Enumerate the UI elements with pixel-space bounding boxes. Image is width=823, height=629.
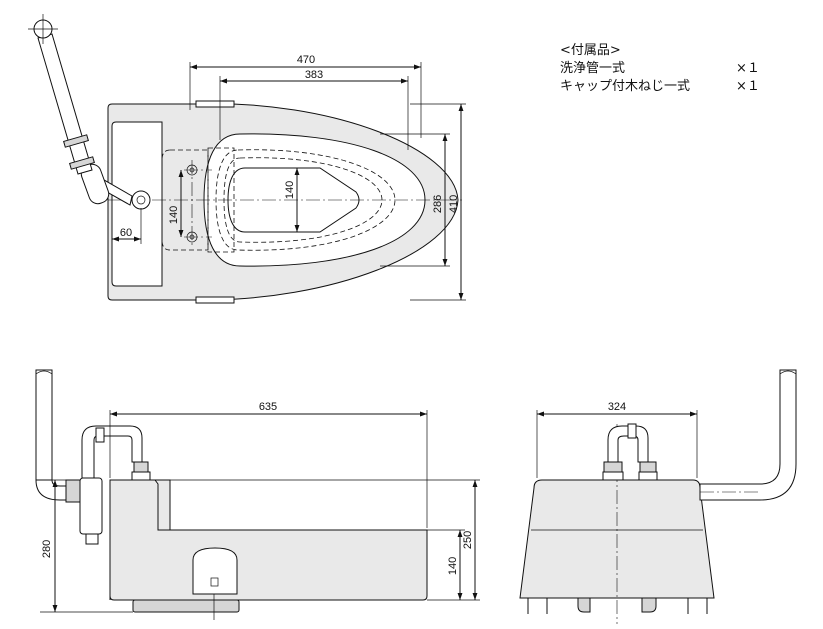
accessory-item-name: 洗浄管一式 xyxy=(560,61,625,76)
dim-rim-width: 286 xyxy=(432,195,444,213)
dim-bowl-length: 383 xyxy=(305,69,323,81)
plan-view: 470 383 140 140 286 410 60 xyxy=(28,14,466,304)
front-view: 324 xyxy=(519,369,797,624)
accessory-item-qty: ×１ xyxy=(736,79,760,94)
dim-overall-width: 410 xyxy=(448,195,460,213)
dim-pipe-height: 280 xyxy=(41,540,53,558)
accessory-item-name: キャップ付木ねじ一式 xyxy=(560,79,690,94)
dim-front-width: 324 xyxy=(608,401,626,413)
side-view: 635 280 250 140 xyxy=(35,369,480,620)
accessories-heading: <付属品> xyxy=(560,43,621,58)
dim-body-height: 250 xyxy=(462,531,474,549)
dim-pipe-offset: 60 xyxy=(120,227,132,239)
dim-overall-length: 470 xyxy=(297,54,315,66)
dim-bowl-inner-width: 140 xyxy=(284,181,296,199)
dim-side-length: 635 xyxy=(259,401,277,413)
dim-bolt-spacing: 140 xyxy=(168,206,180,224)
accessories-note: <付属品> 洗浄管一式 ×１ キャップ付木ねじ一式 ×１ xyxy=(560,43,760,94)
dim-step-height: 140 xyxy=(447,557,459,575)
accessory-item-qty: ×１ xyxy=(736,61,760,76)
